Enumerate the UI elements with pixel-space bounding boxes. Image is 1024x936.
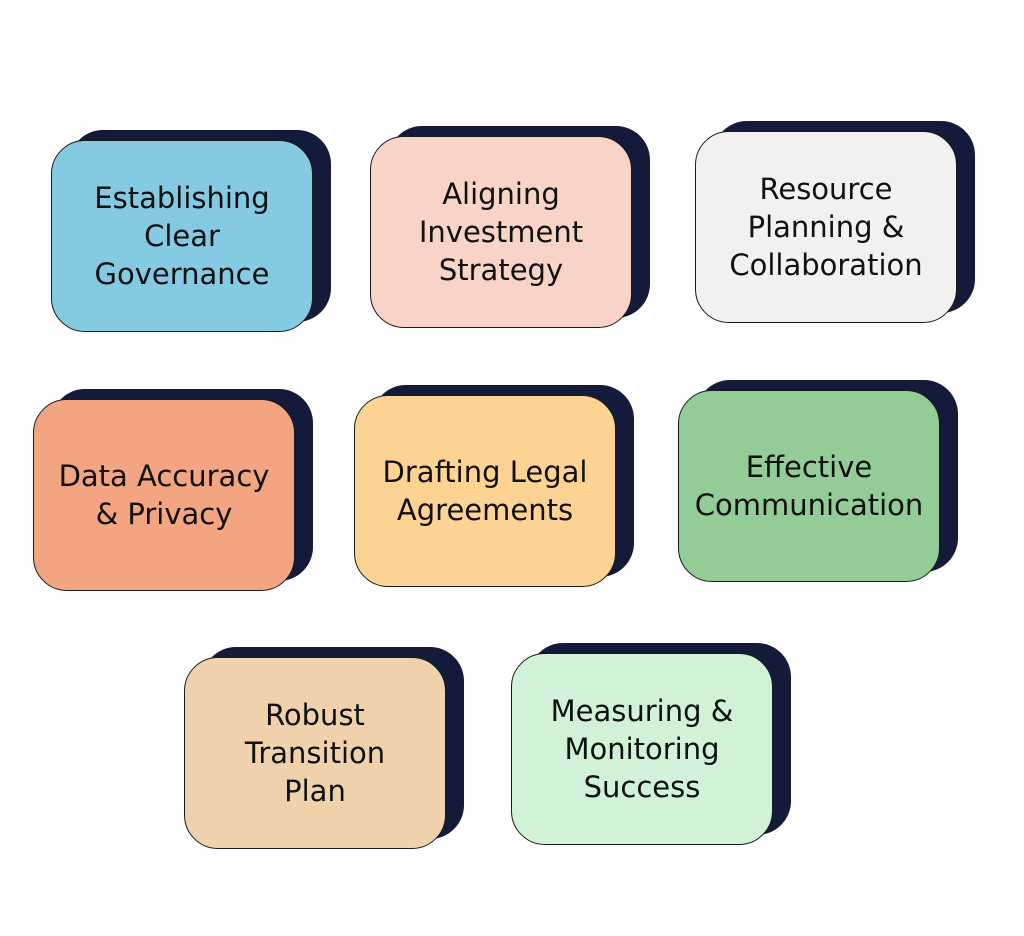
card-face: Resource Planning & Collaboration — [695, 131, 957, 323]
card-label: Data Accuracy & Privacy — [58, 459, 270, 531]
card-label: Measuring & Monitoring Success — [550, 694, 734, 804]
card-face: Robust Transition Plan — [184, 657, 446, 849]
card-label: Robust Transition Plan — [244, 698, 386, 808]
card-aligning-investment-strategy: Aligning Investment Strategy — [370, 126, 650, 328]
card-label: Establishing Clear Governance — [94, 181, 270, 291]
card-label: Aligning Investment Strategy — [418, 177, 584, 287]
card-face: Drafting Legal Agreements — [354, 395, 616, 587]
card-label: Drafting Legal Agreements — [382, 455, 588, 527]
card-face: Establishing Clear Governance — [51, 140, 313, 332]
card-data-accuracy-privacy: Data Accuracy & Privacy — [33, 389, 313, 591]
card-robust-transition-plan: Robust Transition Plan — [184, 647, 464, 849]
card-face: Aligning Investment Strategy — [370, 136, 632, 328]
card-drafting-legal-agreements: Drafting Legal Agreements — [354, 385, 634, 587]
card-label: Resource Planning & Collaboration — [729, 172, 923, 282]
card-face: Measuring & Monitoring Success — [511, 653, 773, 845]
card-face: Data Accuracy & Privacy — [33, 399, 295, 591]
card-establishing-clear-governance: Establishing Clear Governance — [51, 130, 331, 332]
card-label: Effective Communication — [694, 450, 924, 522]
card-face: Effective Communication — [678, 390, 940, 582]
card-measuring-monitoring-success: Measuring & Monitoring Success — [511, 643, 791, 845]
card-resource-planning-collaboration: Resource Planning & Collaboration — [695, 121, 975, 323]
card-effective-communication: Effective Communication — [678, 380, 958, 582]
